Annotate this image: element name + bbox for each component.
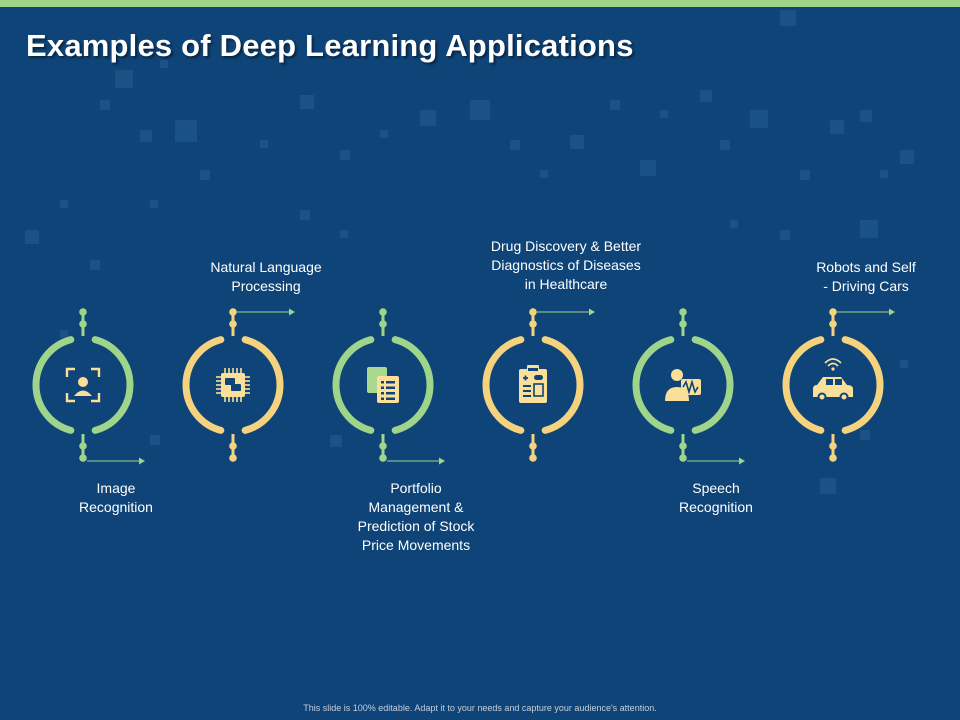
application-node (632, 308, 745, 465)
application-label-line: Natural Language (210, 259, 322, 275)
application-label-line: - Driving Cars (823, 278, 909, 294)
pointer-arrow (537, 308, 595, 316)
pointer-arrow (87, 457, 145, 465)
application-label-line: Price Movements (361, 537, 471, 553)
footer-note: This slide is 100% editable. Adapt it to… (303, 703, 657, 713)
pointer-arrow (837, 308, 895, 316)
application-label-line: Recognition (79, 499, 153, 515)
application-node (332, 308, 445, 465)
application-label-line: Robots and Self (816, 259, 916, 275)
application-node (482, 308, 595, 462)
medical-clipboard-icon (519, 365, 547, 403)
application-label-line: Prediction of Stock (357, 518, 475, 534)
application-label-line: in Healthcare (524, 276, 608, 292)
top-accent-bar (0, 0, 960, 7)
application-node (182, 308, 295, 462)
application-label-line: Management & (368, 499, 464, 515)
page-title: Examples of Deep Learning Applications (26, 28, 634, 63)
pointer-arrow (387, 457, 445, 465)
application-label-line: Drug Discovery & Better (490, 238, 642, 254)
voice-waveform-icon (665, 369, 701, 401)
application-label-line: Diagnostics of Diseases (491, 257, 641, 273)
pointer-arrow (687, 457, 745, 465)
application-label-line: Recognition (679, 499, 753, 515)
application-label-line: Image (96, 480, 136, 496)
application-node (782, 308, 895, 462)
application-node (32, 308, 145, 465)
face-scan-icon (65, 367, 101, 403)
application-label-line: Processing (231, 278, 301, 294)
chip-chat-icon (216, 368, 250, 402)
application-label-line: Speech (692, 480, 740, 496)
self-driving-car-icon (813, 358, 853, 402)
pointer-arrow (237, 308, 295, 316)
application-label: Robots and Self - Driving Cars (786, 258, 946, 296)
documents-icon (367, 367, 399, 403)
application-label-line: Portfolio (390, 480, 442, 496)
